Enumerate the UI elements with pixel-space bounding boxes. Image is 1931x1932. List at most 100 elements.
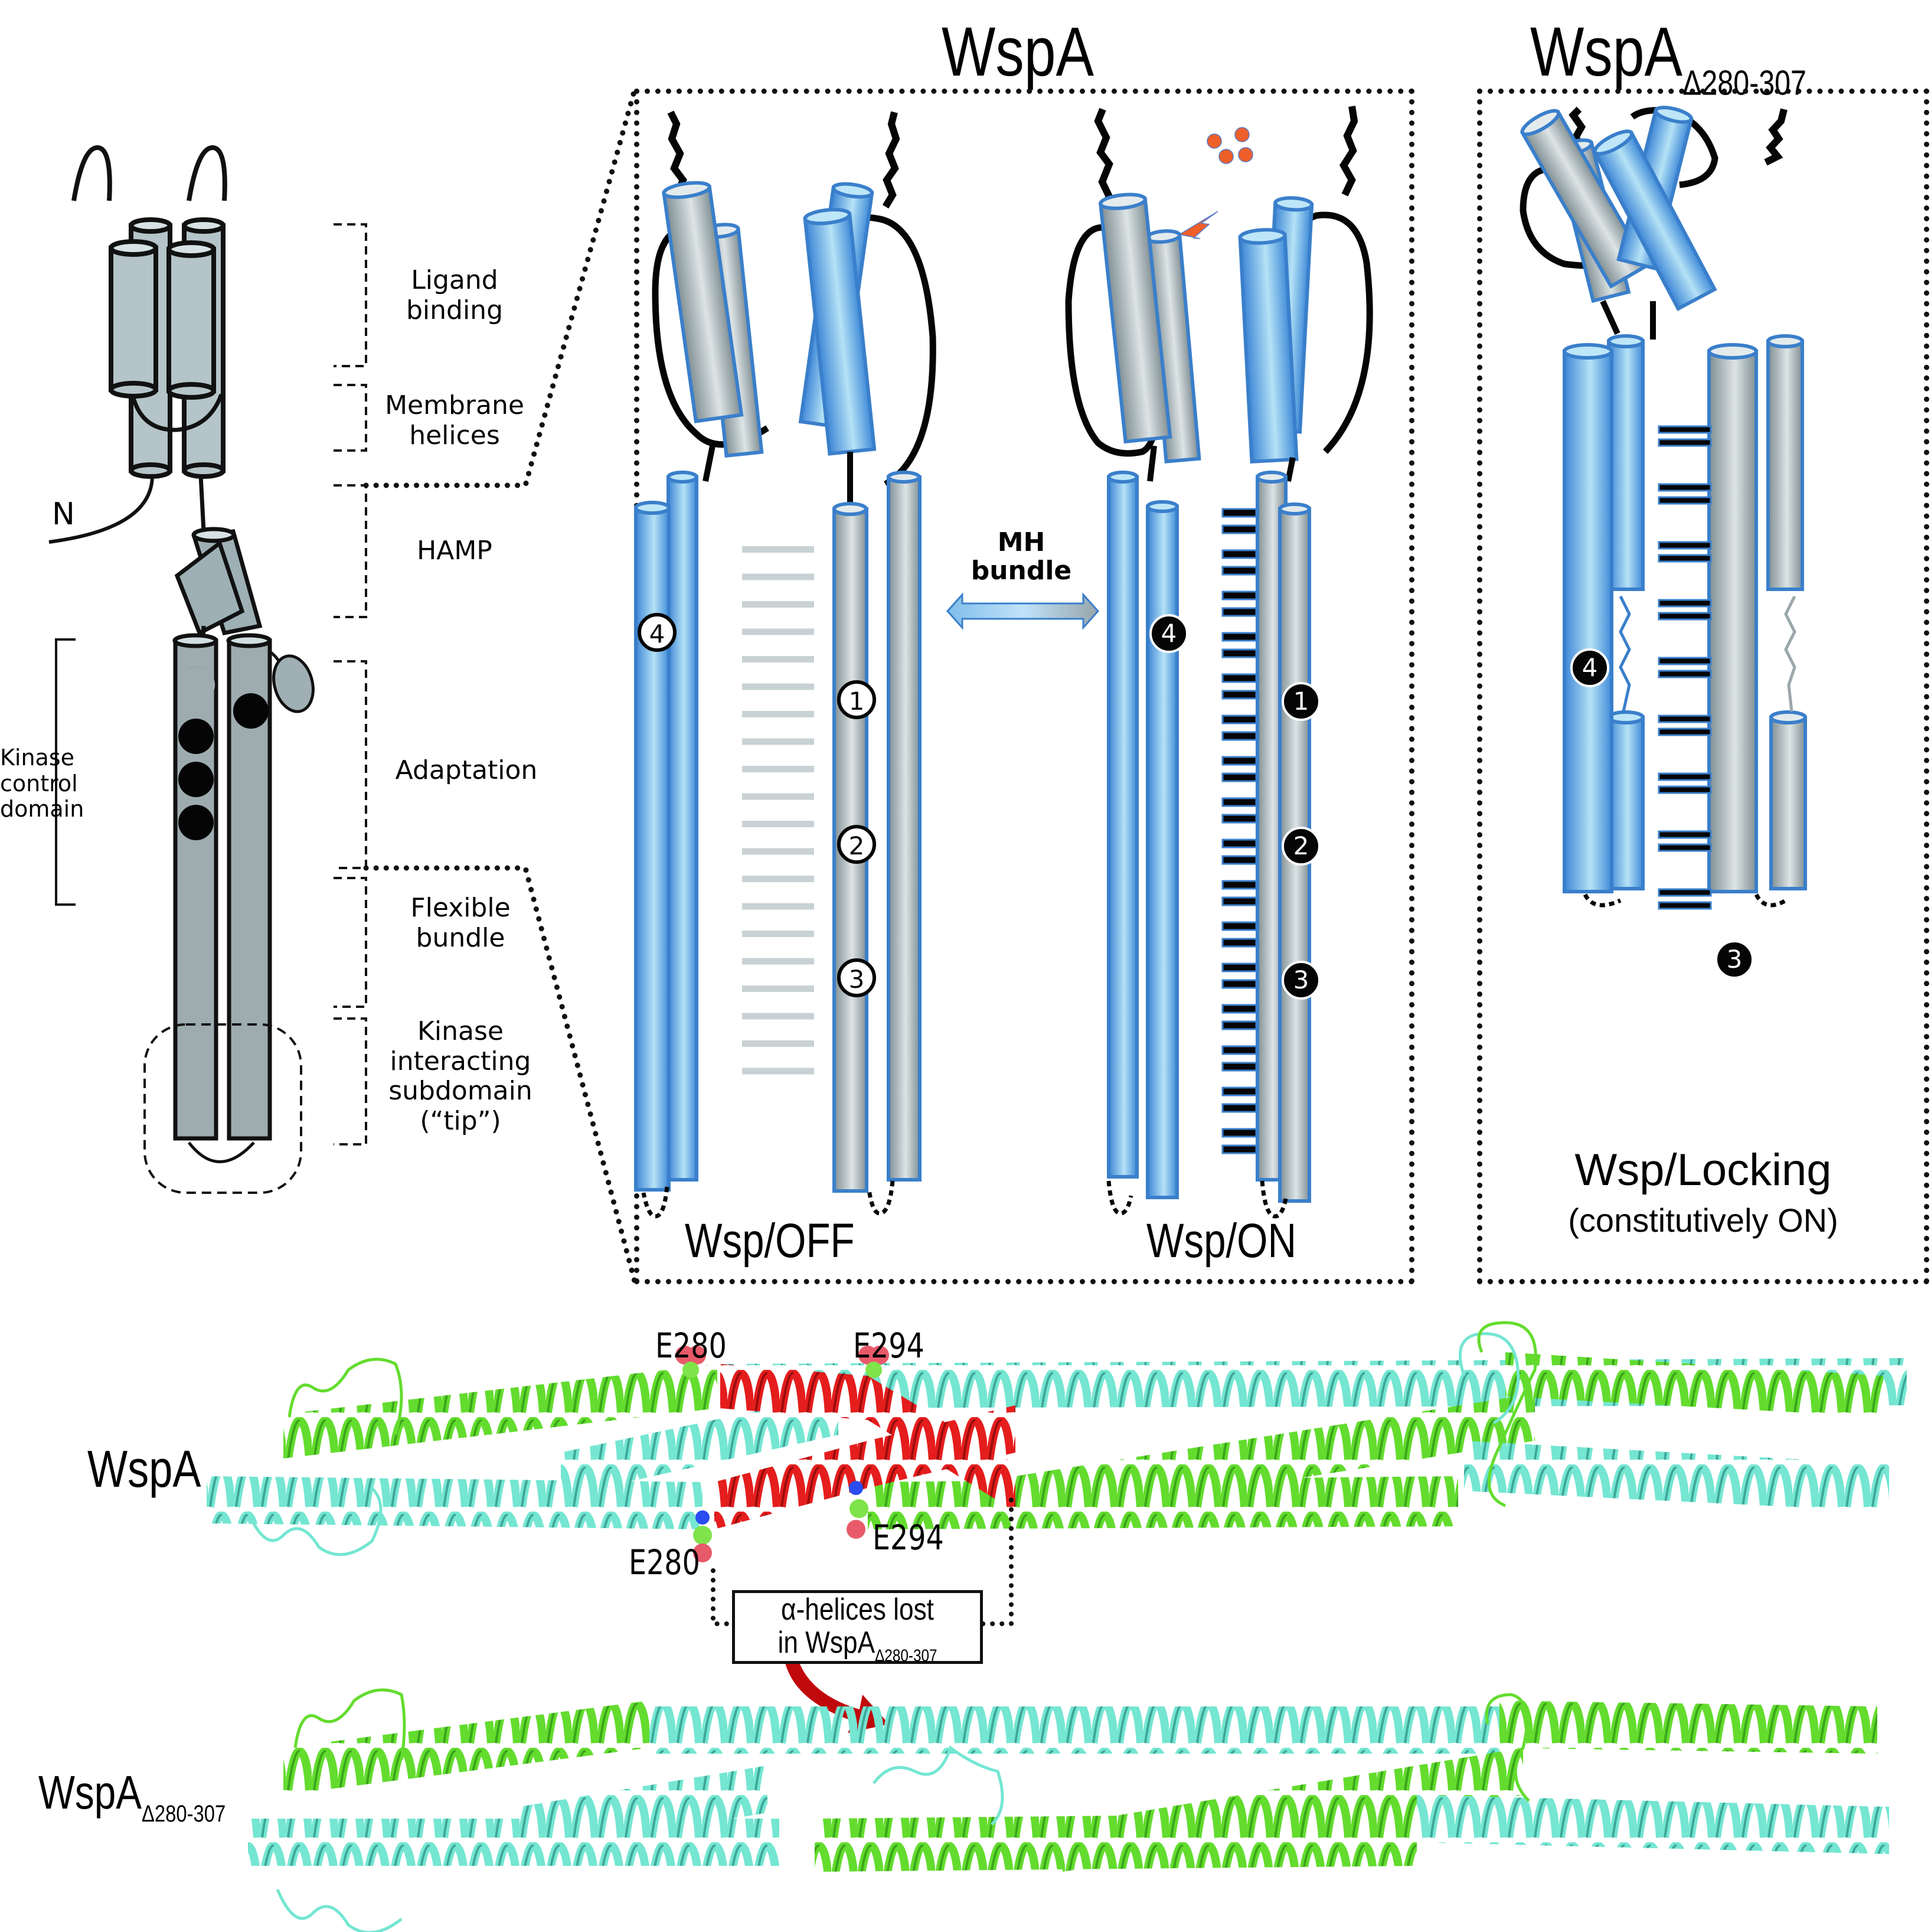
lock-interaction-bar	[1658, 438, 1712, 447]
on-interaction-bar	[1221, 756, 1257, 766]
on-interaction-bars	[1221, 508, 1257, 1154]
lock-interaction-bar	[1658, 425, 1712, 434]
lock-linkers	[1600, 299, 1656, 340]
off-interaction-bars	[742, 546, 814, 1075]
wt-loops	[246, 1321, 1537, 1556]
on-interaction-bar	[1221, 714, 1257, 724]
on-interaction-bar	[1221, 772, 1257, 782]
off-interaction-bar	[742, 628, 814, 635]
on-interaction-bar	[1221, 673, 1257, 683]
on-interaction-bar	[1221, 814, 1257, 824]
wt-helix-green-bottom	[868, 1476, 1458, 1529]
lock-interaction-bar	[1658, 714, 1712, 723]
site-marker-off-4: 4	[638, 613, 677, 652]
broken-helix-linker-grey	[1784, 595, 1796, 712]
lock-ligand-cylinders	[1520, 106, 1717, 311]
lock-interaction-bar	[1658, 727, 1712, 736]
site-marker-off-3: 3	[837, 958, 876, 997]
lock-interaction-bar	[1658, 843, 1712, 852]
on-interaction-bar	[1221, 607, 1257, 617]
lock-interaction-bar	[1658, 496, 1712, 505]
mutant-structure-label: WspAΔ280-307	[38, 1765, 226, 1827]
residue-label-e294-top: E294	[853, 1326, 924, 1366]
mutant-title-main: WspA	[1530, 13, 1683, 91]
lock-interaction-bar	[1658, 657, 1712, 665]
on-interaction-bar	[1221, 1103, 1257, 1113]
on-interaction-bar	[1221, 590, 1257, 601]
methylation-site-left-bottom	[178, 805, 214, 840]
lock-interaction-bar	[1658, 830, 1712, 839]
state-note-locking: (constitutively ON)	[1568, 1202, 1838, 1239]
ligand-helix-front-right	[166, 240, 216, 400]
label-adaptation: Adaptation	[395, 755, 538, 785]
residue-label-e294-bottom: E294	[873, 1517, 944, 1558]
on-interaction-bar	[1221, 1086, 1257, 1096]
lock-interaction-bar	[1658, 670, 1712, 678]
wt-helix-cyan-mid	[561, 1393, 838, 1497]
mh-bundle-label: MH bundle	[971, 527, 1072, 586]
label-hamp: HAMP	[417, 536, 492, 566]
lock-interaction-bar	[1658, 785, 1712, 794]
off-interaction-bar	[742, 1013, 814, 1020]
on-interaction-bar	[1221, 690, 1257, 700]
off-interaction-bar	[742, 985, 814, 992]
on-interaction-bar	[1221, 731, 1257, 741]
site-marker-on-2: 2	[1282, 827, 1321, 866]
mut-helix-cyan-bottom-right	[1417, 1795, 1889, 1854]
broken-helix-linker-blue	[1619, 595, 1631, 712]
site-marker-off-1: 1	[837, 680, 876, 719]
site-marker-on-4: 4	[1149, 614, 1188, 653]
site-marker-on-3: 3	[1282, 961, 1321, 1000]
lock-bundle-cylinders	[1563, 334, 1807, 893]
on-interaction-bar	[1221, 1020, 1257, 1030]
mutant-label-sub: Δ280-307	[141, 1801, 226, 1827]
on-interaction-bar	[1221, 524, 1257, 534]
off-interaction-bar	[742, 573, 814, 580]
lock-interaction-bar	[1658, 612, 1712, 621]
wt-deleted-helix-top	[720, 1364, 1015, 1512]
on-interaction-bar	[1221, 549, 1257, 559]
wt-helix-green-right-top	[1505, 1352, 1883, 1417]
on-interaction-bar	[1221, 566, 1257, 576]
site-marker-lock-4: 4	[1570, 648, 1609, 687]
off-interaction-bar	[742, 546, 814, 553]
off-interaction-bar	[742, 656, 814, 663]
lock-interaction-bar	[1658, 888, 1712, 897]
on-interaction-bar	[1221, 838, 1257, 848]
ligand-molecules	[1207, 127, 1253, 164]
lock-tip-loops	[1583, 893, 1787, 908]
off-tip-loops	[641, 1180, 895, 1219]
state-label-locking: Wsp/Locking	[1574, 1145, 1832, 1195]
lock-interaction-bar	[1658, 541, 1712, 550]
methylation-cover	[178, 667, 215, 703]
on-tip-loops	[1106, 1180, 1288, 1219]
e294-bottom-atom	[849, 1481, 863, 1495]
lock-interaction-bar	[1658, 901, 1712, 910]
signal-icon	[1178, 127, 1253, 239]
wt-structure	[207, 1321, 1907, 1562]
e280-bottom-atom	[695, 1510, 710, 1525]
on-interaction-bar	[1221, 921, 1257, 931]
panel-mutant-frame	[1477, 89, 1929, 1284]
on-interaction-bar	[1221, 797, 1257, 807]
on-interaction-bar	[1221, 1128, 1257, 1138]
mutant-label-main: WspA	[38, 1766, 142, 1819]
on-interaction-bar	[1221, 855, 1257, 865]
on-interaction-bar	[1221, 1062, 1257, 1072]
mut-loops	[276, 1688, 1530, 1932]
lock-interaction-bar	[1658, 554, 1712, 563]
on-linkers	[1147, 445, 1296, 482]
wt-structure-label: WspA	[87, 1440, 201, 1498]
on-interaction-bar	[1221, 648, 1257, 658]
residue-label-e280-bottom: E280	[629, 1542, 700, 1582]
hamp-helices	[174, 527, 263, 636]
n-terminus-label: N	[52, 497, 75, 532]
on-ligand-cylinders	[1098, 192, 1314, 464]
off-interaction-bar	[742, 601, 814, 608]
callout-line-1: α-helices lost	[781, 1592, 934, 1627]
deletion-callout-box: α-helices lost in WspAΔ280-307	[732, 1590, 983, 1665]
mh-bundle-double-arrow	[946, 592, 1100, 630]
on-interaction-bar	[1221, 896, 1257, 906]
methylation-site-right	[233, 693, 269, 729]
